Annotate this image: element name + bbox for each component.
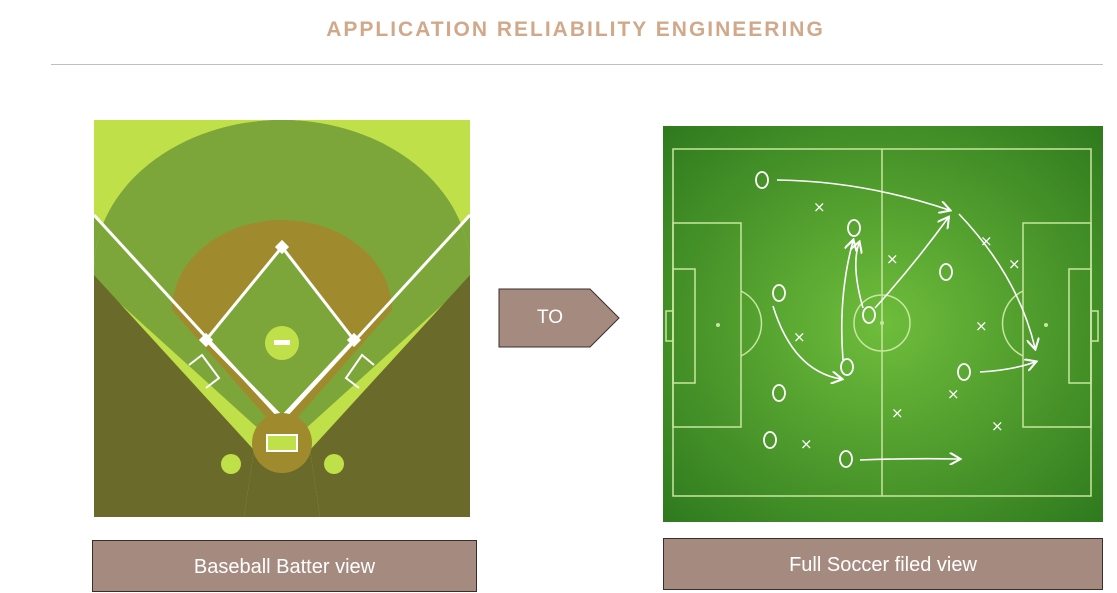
svg-text:×: × xyxy=(891,404,904,422)
svg-text:×: × xyxy=(975,317,988,335)
svg-text:×: × xyxy=(1008,255,1021,273)
svg-text:×: × xyxy=(813,198,826,216)
svg-text:×: × xyxy=(980,232,993,250)
svg-text:×: × xyxy=(793,328,806,346)
svg-text:×: × xyxy=(886,250,899,268)
transition-label: TO xyxy=(536,307,564,328)
baseball-field-image xyxy=(94,120,470,517)
page-title: APPLICATION RELIABILITY ENGINEERING xyxy=(326,18,825,41)
soccer-tactics-image: × × × × × × × × × × xyxy=(663,126,1103,522)
title-divider xyxy=(51,64,1103,65)
chevron-arrow-shape xyxy=(498,288,620,348)
svg-text:×: × xyxy=(947,385,960,403)
svg-text:×: × xyxy=(800,435,813,453)
svg-text:×: × xyxy=(991,417,1004,435)
soccer-caption: Full Soccer filed view xyxy=(663,538,1103,590)
baseball-caption: Baseball Batter view xyxy=(92,540,477,592)
